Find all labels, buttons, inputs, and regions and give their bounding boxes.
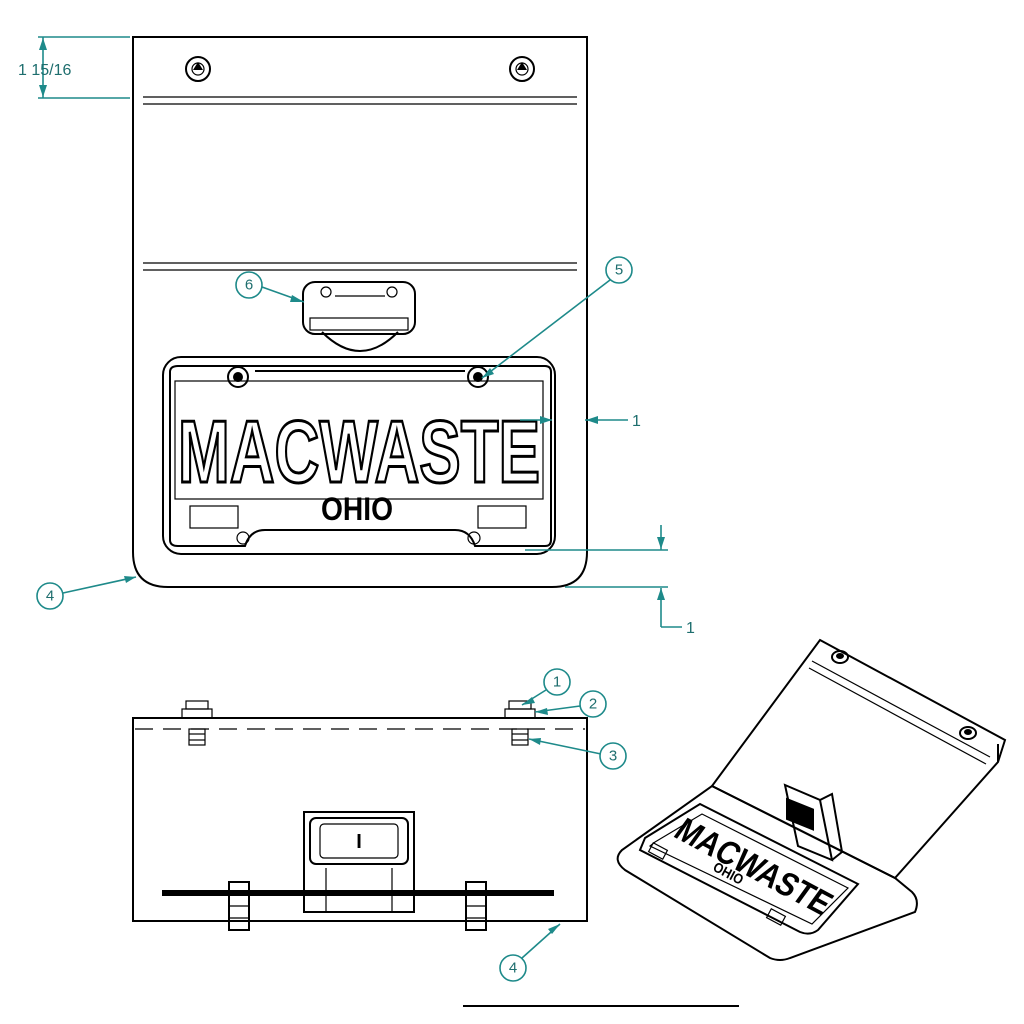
dimension-top-offset: 1 15/16 [18, 36, 130, 99]
mount-bolt-right [509, 56, 535, 82]
plate-light [302, 281, 416, 352]
plate-edge [162, 890, 554, 896]
balloon-6: 6 [235, 271, 305, 303]
svg-text:3: 3 [609, 748, 617, 765]
svg-text:4: 4 [46, 588, 54, 605]
frame-slot-left [189, 505, 239, 529]
iso-plate-frame [638, 802, 860, 935]
bottom-view-outline [132, 717, 588, 922]
front-view: MACWASTE OHIO [132, 36, 588, 588]
frame-screw-left [227, 366, 249, 388]
isometric-view: MACWASTE OHIO [616, 638, 1007, 961]
dimension-right-label: 1 [632, 413, 641, 430]
balloon-4-bottom: 4 [499, 923, 561, 982]
switch-housing: I [303, 811, 415, 913]
front-view-outline [132, 36, 588, 588]
svg-text:1: 1 [553, 674, 561, 691]
bottom-bolt-right [504, 700, 536, 746]
svg-text:6: 6 [245, 277, 253, 294]
bottom-bolt-left [181, 700, 213, 746]
balloon-1: 1 [521, 668, 571, 706]
svg-text:4: 4 [509, 960, 517, 977]
svg-text:2: 2 [589, 696, 597, 713]
dimension-right-edge: 1 [520, 413, 641, 430]
plate-main-text: MACWASTE [178, 402, 540, 501]
dimension-bottom-offset: 1 [525, 525, 695, 637]
balloon-5: 5 [481, 256, 633, 379]
iso-bolt-left [831, 650, 849, 664]
svg-text:5: 5 [615, 262, 623, 279]
iso-plate-light [783, 783, 844, 862]
mount-bolt-left [185, 56, 211, 82]
switch-label: I [356, 831, 362, 853]
bottom-view: I [132, 700, 588, 931]
iso-bolt-right [959, 726, 977, 740]
bottom-clip-left [228, 881, 250, 931]
license-plate-frame [162, 356, 556, 555]
balloon-4-front: 4 [36, 576, 137, 610]
balloon-2: 2 [534, 690, 607, 718]
plate-sub-text: OHIO [321, 491, 393, 527]
bottom-clip-right [465, 881, 487, 931]
frame-screw-right [467, 366, 489, 388]
dimension-bottom-label: 1 [686, 620, 695, 637]
balloon-3: 3 [528, 738, 627, 770]
dimension-top-label: 1 15/16 [18, 62, 71, 79]
frame-slot-right [477, 505, 527, 529]
